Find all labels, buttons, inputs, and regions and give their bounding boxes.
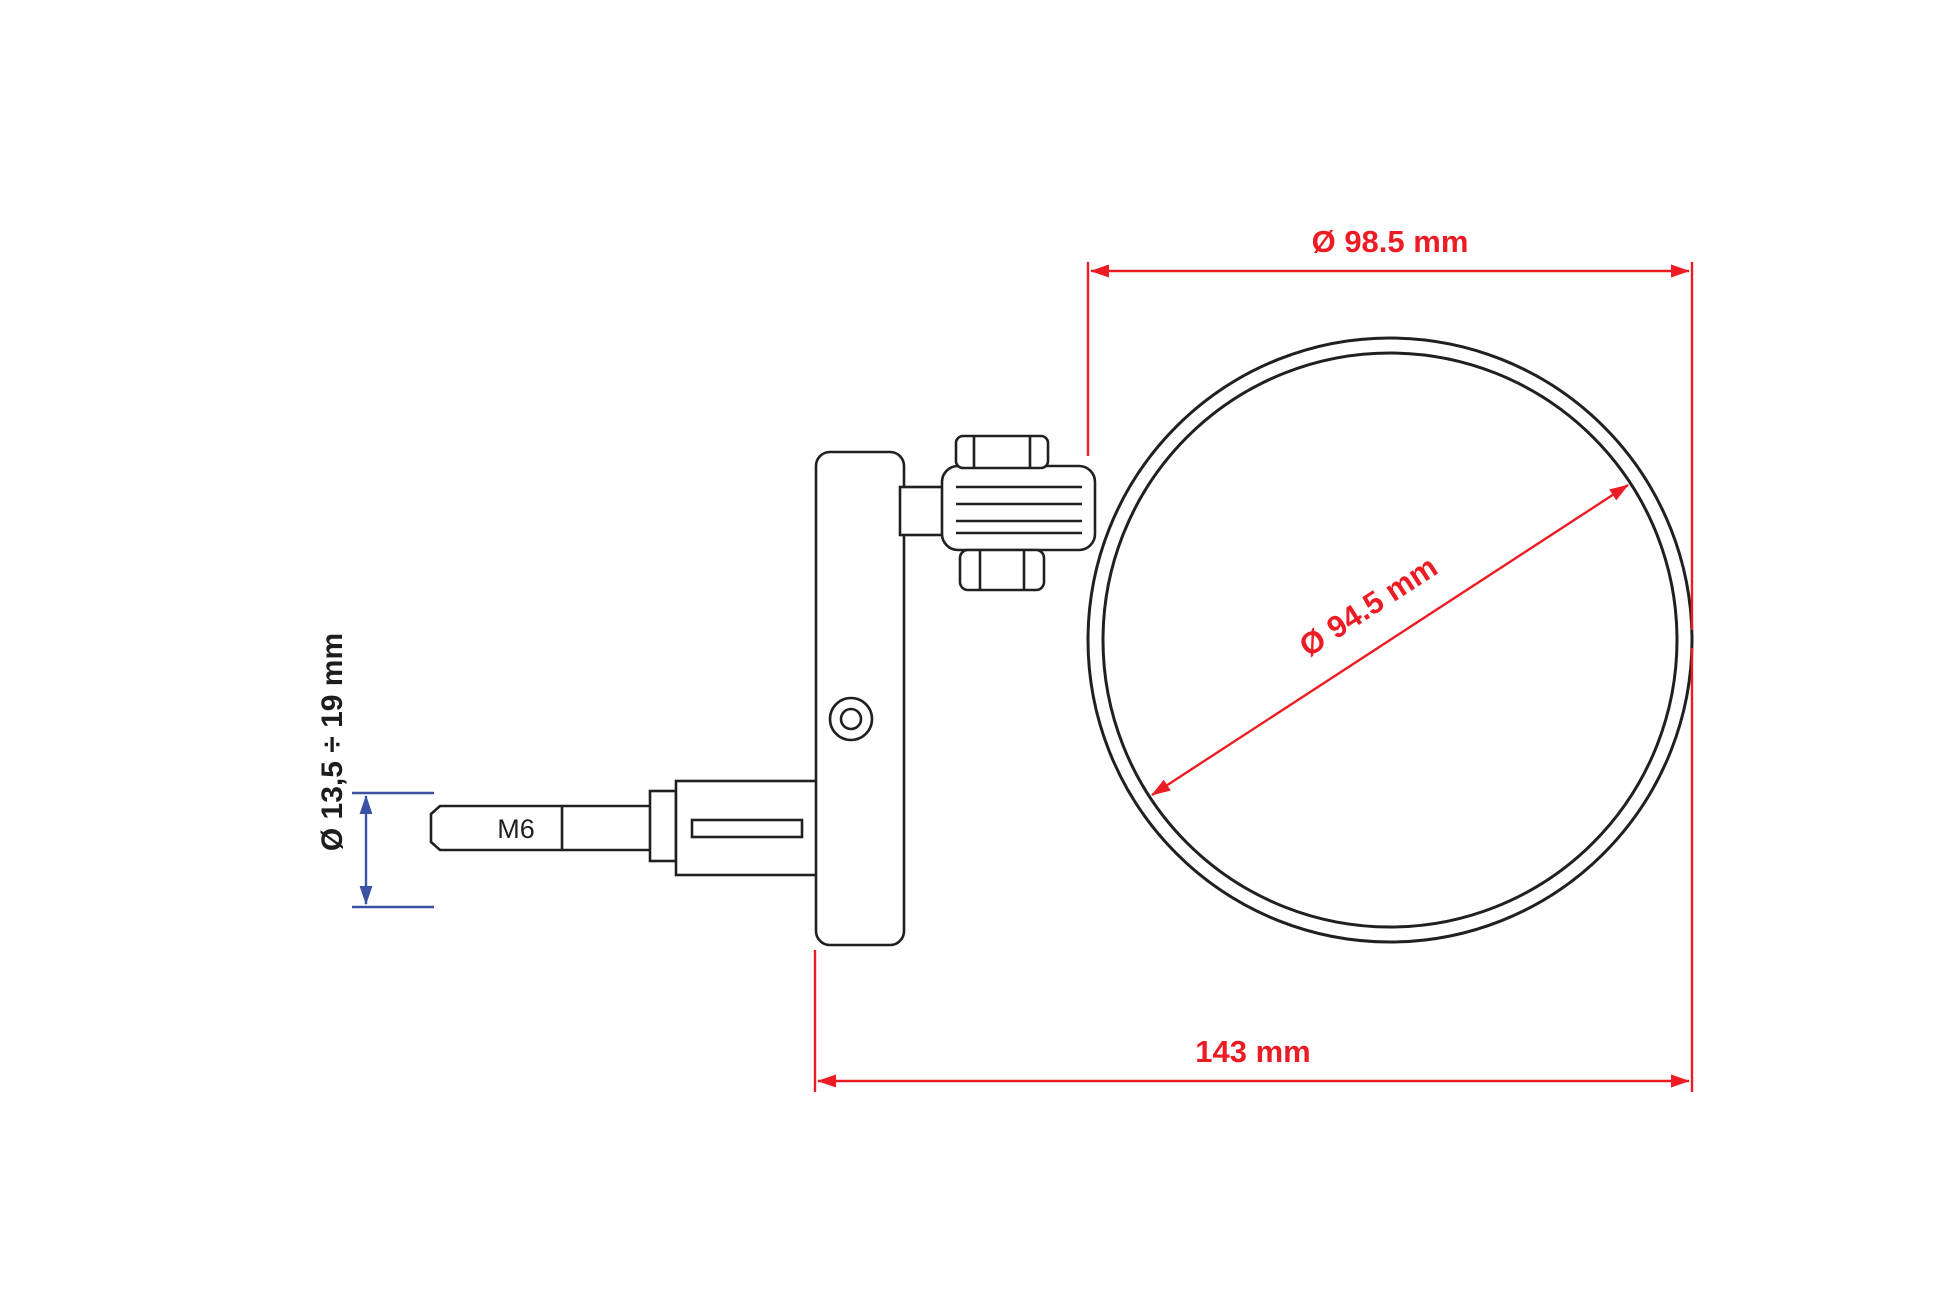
hinge-clevis [940,464,1097,552]
hinge-nut [958,548,1046,592]
overall-length-label: 143 mm [1195,1034,1310,1069]
outer-diameter-label: Ø 98.5 mm [1312,224,1469,259]
hinge-link [898,485,948,537]
shaft-collar [648,789,678,863]
clamp-body-group [814,450,906,947]
mirror-glass-circle [1101,351,1679,929]
mount-range-label: Ø 13,5 ÷ 19 mm [316,633,349,851]
expander-slot [690,818,804,839]
thread-label: M6 [497,814,535,844]
dimension-line [1151,483,1629,797]
hinge-top-bolt [954,434,1050,470]
mount-bolt-shaft [429,804,654,852]
expander-cylinder [674,779,824,877]
dim-outer-diameter: Ø 98.5 mm [1086,224,1694,630]
dim-overall-length: 143 mm [813,648,1694,1092]
clamp-body [814,450,906,947]
hinge-group [898,434,1097,592]
pivot-screw-socket [839,707,863,731]
dim-mount-range: Ø 13,5 ÷ 19 mm [316,633,434,909]
mount-bolt-assembly [429,779,824,877]
